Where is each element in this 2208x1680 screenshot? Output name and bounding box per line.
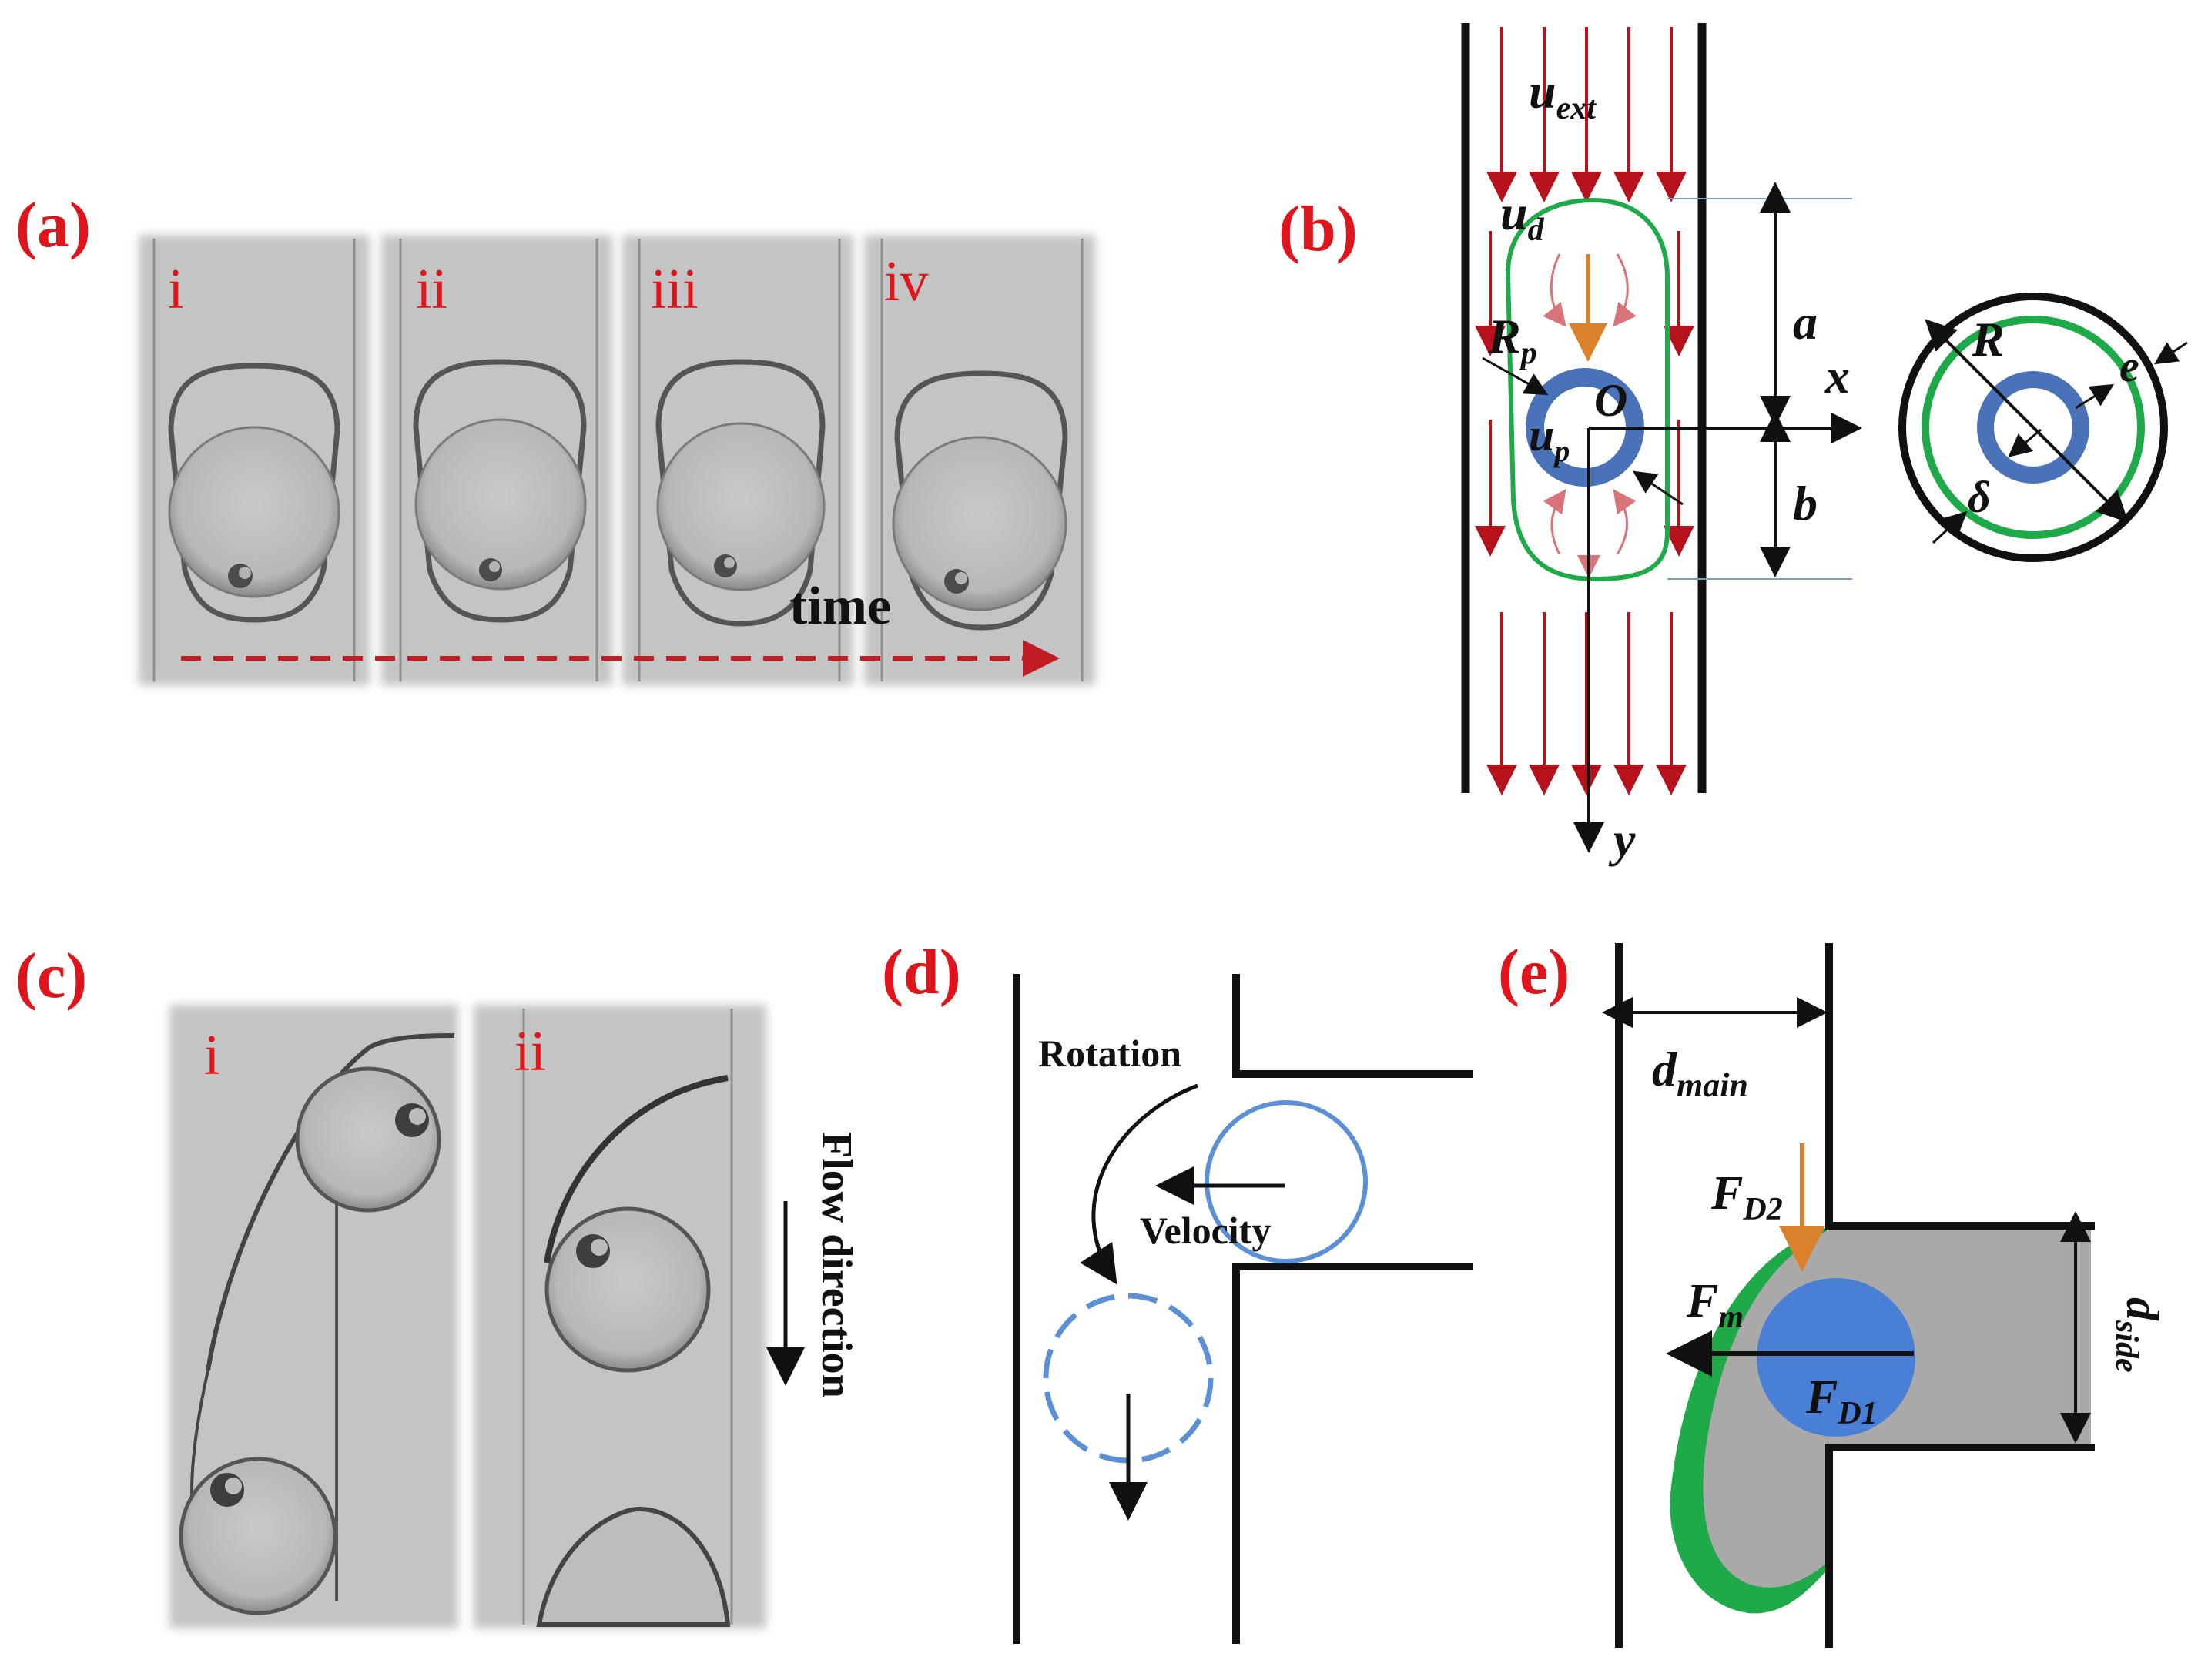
next-drop — [536, 1506, 731, 1627]
panel-a-frame-ii: ii — [381, 235, 612, 685]
panel-c-frame-ii: ii — [474, 1005, 766, 1628]
frame-i-label: i — [204, 1024, 220, 1087]
frame-iii-label: iii — [651, 258, 699, 321]
panel-a-frame-iii: iii — [622, 235, 853, 685]
inner-drop — [656, 422, 826, 591]
flow-direction-label: Flow direction — [813, 1132, 860, 1398]
side-channel-upper-wall — [1825, 943, 2095, 1230]
u-d-label: ud — [1500, 186, 1545, 248]
panel-c-label: (c) — [15, 940, 87, 1012]
delta-label: δ — [1968, 472, 1991, 522]
frame-iv-label: iv — [884, 250, 929, 313]
fd2-label: FD2 — [1710, 1167, 1783, 1227]
particle-position — [1205, 1100, 1368, 1263]
panel-a-label: (a) — [15, 189, 91, 261]
panel-b: (b) — [1278, 23, 2188, 867]
panel-e: (e) dmain dside FD2 Fm FD1 — [1498, 936, 2168, 1648]
channel-cross-section — [1898, 293, 2168, 562]
drop-lower — [179, 1457, 337, 1615]
time-label: time — [789, 577, 891, 636]
frame-ii-label: ii — [514, 1020, 546, 1083]
R-label: R — [1971, 312, 2005, 366]
external-flow-arrows — [1475, 27, 1694, 795]
droplet-outline — [1505, 197, 1670, 582]
drop-upper — [295, 1066, 441, 1213]
drop — [544, 1206, 711, 1373]
up-label: up — [1529, 410, 1570, 468]
panel-b-label: (b) — [1278, 193, 1358, 265]
velocity-label: Velocity — [1140, 1209, 1271, 1252]
frame-ii-label: ii — [416, 258, 447, 321]
R-diameter — [1925, 319, 2129, 523]
inner-drop — [168, 426, 340, 598]
y-axis-label: y — [1608, 812, 1636, 867]
x-axis-label: x — [1824, 349, 1850, 403]
particle-next-position — [1043, 1293, 1214, 1464]
e-pointer-outer — [2153, 341, 2188, 365]
d-main-label: dmain — [1652, 1042, 1748, 1104]
wall-pointer — [1633, 470, 1684, 506]
e-label: e — [2119, 341, 2139, 391]
fd1-label: FD1 — [1805, 1371, 1878, 1431]
panel-c: (c) i ii Flow directi — [15, 940, 860, 1628]
panel-d-label: (d) — [882, 936, 961, 1008]
frame-i-label: i — [168, 258, 184, 321]
a-label: a — [1793, 295, 1818, 350]
rp-label: Rp — [1487, 309, 1537, 371]
origin-label: O — [1594, 375, 1627, 426]
droplet-outline — [413, 359, 587, 623]
b-label: b — [1793, 476, 1818, 530]
inner-drop — [414, 418, 587, 591]
particle — [1757, 1278, 1915, 1437]
delta-pointer-outer — [1932, 510, 1968, 544]
rotation-arrow — [1080, 1083, 1198, 1285]
delta-pointer — [2008, 428, 2042, 457]
cross-section: R e δ — [1898, 293, 2188, 562]
rp-pointer — [1482, 356, 1549, 395]
droplet-outline — [894, 370, 1068, 631]
interface-curve — [544, 1075, 729, 1263]
droplet-outline — [168, 363, 340, 623]
panel-e-label: (e) — [1498, 936, 1570, 1008]
inner-drop — [892, 436, 1067, 611]
droplet-outline — [655, 359, 826, 627]
e-pointer — [2075, 383, 2115, 410]
panel-d: (d) Rotation Velocity — [882, 936, 1473, 1644]
rotation-label: Rotation — [1038, 1032, 1181, 1075]
panel-a-frame-iv: iv — [864, 235, 1095, 685]
side-channel-upper-wall — [1232, 974, 1473, 1078]
u-ext-label: uext — [1529, 64, 1597, 126]
side-channel-lower-wall — [1825, 1444, 2095, 1648]
side-channel-lower-wall — [1232, 1263, 1473, 1644]
panel-a: (a) i ii — [15, 189, 1095, 685]
panel-a-frame-i: i — [139, 235, 370, 685]
d-side-label: dside — [2109, 1297, 2168, 1373]
panel-c-frame-i: i — [169, 1005, 458, 1628]
fm-label: Fm — [1686, 1275, 1744, 1335]
